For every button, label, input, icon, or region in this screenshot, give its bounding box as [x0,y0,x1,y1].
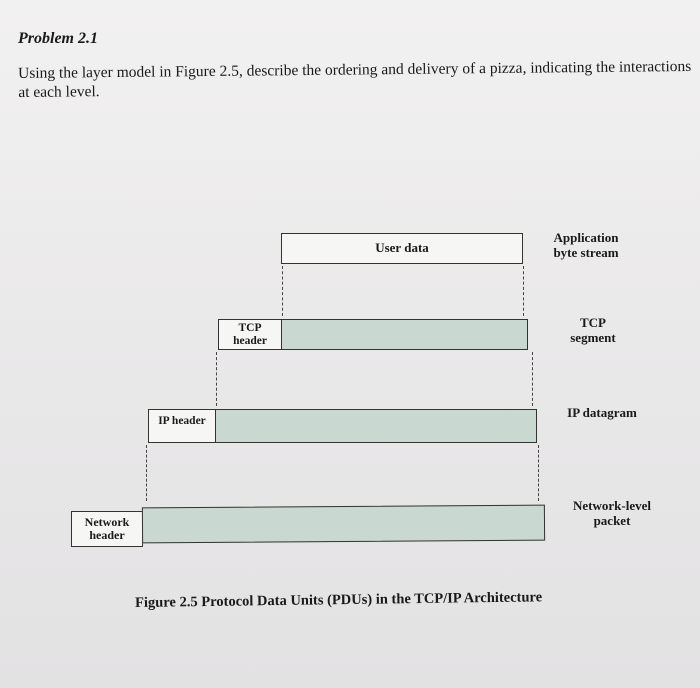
user-data-label: User data [375,240,429,255]
guide-line [523,266,524,316]
problem-title: Problem 2.1 [18,30,98,47]
network-header-label: Network header [84,515,130,542]
figure-caption: Figure 2.5 Protocol Data Units (PDUs) in… [135,589,543,611]
ip-payload-box [215,409,537,443]
ip-header-label: IP header [158,415,206,427]
guide-line [216,352,217,406]
guide-line [146,445,147,501]
layer-label-network: Network-level packet [573,498,651,528]
tcp-payload-box [281,319,528,350]
tcp-header-box [218,319,282,350]
network-payload-box [141,504,546,544]
guide-line [538,445,539,501]
tcp-header-label: TCP header [233,322,267,347]
guide-line [282,266,283,316]
layer-label-ip: IP datagram [567,405,637,420]
layer-label-application: Application byte stream [553,230,619,260]
layer-label-tcp: TCP segment [570,315,616,345]
guide-line [532,352,533,406]
user-data-box [281,233,523,264]
